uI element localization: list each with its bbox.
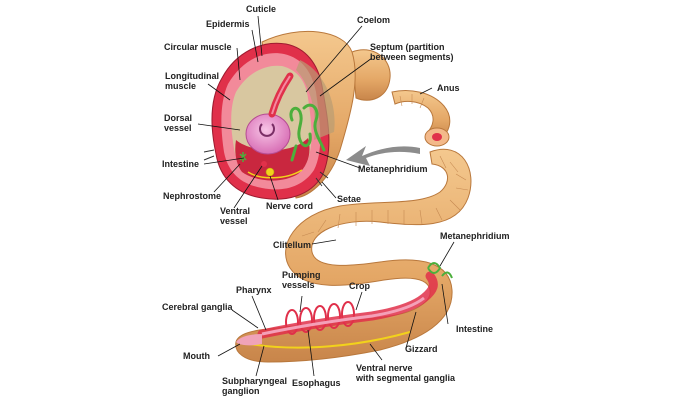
label-crop: Crop [349, 281, 370, 291]
labels: Cuticle Epidermis Circular muscle Longit… [162, 4, 510, 396]
label-ventral-nerve: Ventral nerve with segmental ganglia [355, 363, 456, 383]
magnify-arrow [346, 146, 420, 166]
worm-body [235, 49, 472, 363]
label-mouth: Mouth [183, 351, 210, 361]
label-pumping-vessels: Pumping vessels [282, 270, 323, 290]
label-cerebral-ganglia: Cerebral ganglia [162, 302, 234, 312]
label-pharynx: Pharynx [236, 285, 272, 295]
label-epidermis: Epidermis [206, 19, 250, 29]
leader-lines [197, 15, 455, 377]
label-coelom: Coelom [357, 15, 390, 25]
label-clitellum: Clitellum [273, 240, 311, 250]
nerve-cord-dot [265, 167, 275, 177]
label-setae: Setae [337, 194, 361, 204]
label-dorsal-vessel: Dorsal vessel [164, 113, 195, 133]
label-intestine-top: Intestine [162, 159, 199, 169]
label-ventral-vessel: Ventral vessel [220, 206, 253, 226]
lower-body-organs [236, 262, 453, 349]
ventral-vessel-dot [261, 161, 267, 167]
intestine-section [245, 113, 291, 155]
label-gizzard: Gizzard [405, 344, 438, 354]
label-metanephridium-right: Metanephridium [440, 231, 510, 241]
label-esophagus: Esophagus [292, 378, 341, 388]
label-intestine-right: Intestine [456, 324, 493, 334]
label-longitudinal-muscle: Longitudinal muscle [165, 71, 222, 91]
label-anus: Anus [437, 83, 460, 93]
ventral-nerve-cord-line [249, 331, 411, 349]
label-nerve-cord: Nerve cord [266, 201, 313, 211]
label-nephrostome: Nephrostome [163, 191, 221, 201]
label-circular-muscle: Circular muscle [164, 42, 232, 52]
cross-section [203, 30, 356, 200]
label-septum: Septum (partition between segments) [370, 42, 454, 62]
label-metanephridium-top: Metanephridium [358, 164, 428, 174]
label-subpharyngeal-ganglion: Subpharyngeal ganglion [222, 376, 290, 396]
label-cuticle: Cuticle [246, 4, 276, 14]
